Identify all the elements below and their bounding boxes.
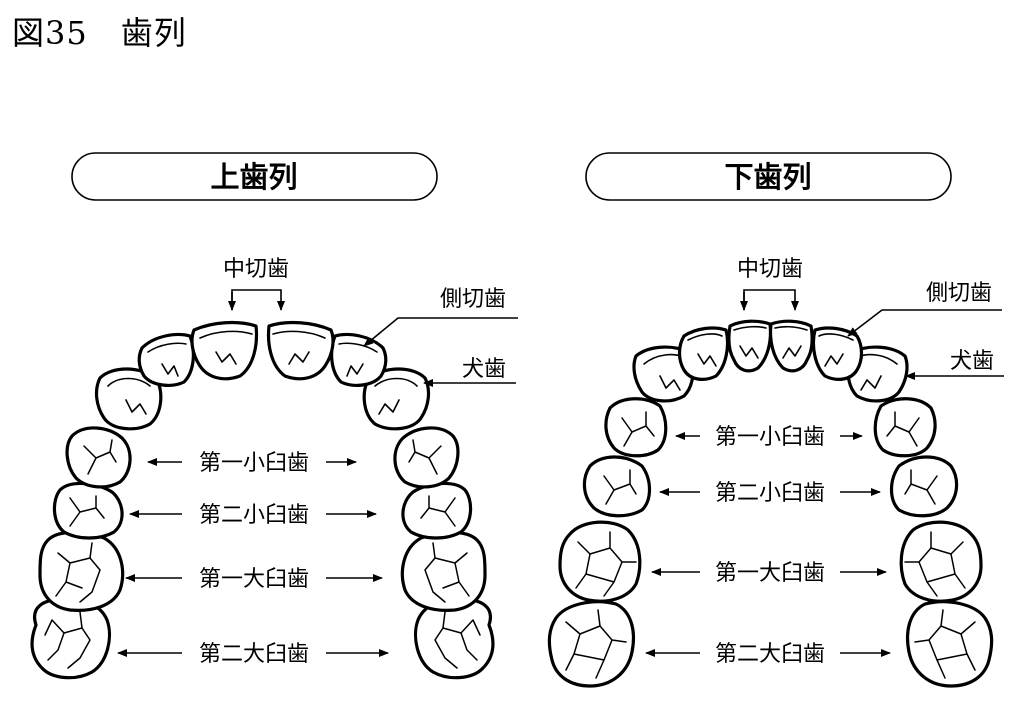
- upper-central-incisor-bracket: [231, 289, 285, 311]
- upper-left-canine: [94, 367, 163, 431]
- upper-first-molar-label: 第一大臼歯: [199, 567, 309, 592]
- lower-left-canine: [632, 345, 695, 403]
- lower-central-incisor-bracket: [743, 289, 799, 311]
- lower-dentition: 下歯列: [547, 152, 1004, 688]
- lower-left-second-molar: [547, 600, 636, 688]
- upper-right-central-incisor: [266, 320, 335, 381]
- lower-second-molar-label: 第二大臼歯: [715, 642, 825, 667]
- upper-central-incisor-label: 中切歯: [223, 257, 289, 282]
- upper-title: 上歯列: [210, 160, 297, 194]
- lower-lateral-incisor-arrow: [847, 309, 1002, 337]
- lower-central-incisor-label: 中切歯: [737, 257, 803, 282]
- upper-left-second-premolar: [52, 481, 124, 540]
- lower-right-lateral-incisor: [811, 326, 864, 381]
- upper-right-first-molar: [400, 530, 487, 612]
- lower-first-molar-label: 第一大臼歯: [715, 561, 825, 586]
- lower-title: 下歯列: [724, 160, 811, 194]
- upper-second-molar-label: 第二大臼歯: [199, 642, 309, 667]
- lower-right-second-premolar: [889, 455, 959, 518]
- lower-title-pill: [585, 152, 952, 201]
- lower-canine-label: 犬歯: [950, 349, 994, 374]
- lower-right-second-molar: [905, 600, 994, 688]
- upper-lateral-incisor-arrow: [363, 317, 518, 347]
- lower-right-first-molar: [899, 520, 983, 603]
- upper-left-first-molar: [38, 530, 125, 612]
- lower-left-central-incisor: [727, 319, 773, 373]
- lower-right-first-premolar: [873, 397, 937, 458]
- lower-lateral-incisor-label: 側切歯: [926, 281, 992, 306]
- upper-right-second-premolar: [401, 481, 473, 540]
- upper-right-canine: [362, 367, 431, 431]
- lower-second-premolar-label: 第二小臼歯: [715, 481, 825, 506]
- upper-left-lateral-incisor: [137, 332, 195, 387]
- upper-first-premolar-label: 第一小臼歯: [199, 451, 309, 476]
- lower-left-lateral-incisor: [677, 326, 730, 381]
- lower-right-central-incisor: [768, 319, 814, 373]
- upper-right-lateral-incisor: [330, 332, 388, 387]
- lower-left-second-premolar: [582, 455, 652, 518]
- upper-dentition: 上歯列: [30, 152, 518, 680]
- lower-left-first-premolar: [604, 397, 668, 458]
- figure-title: 図35 歯列: [12, 14, 187, 52]
- upper-canine-label: 犬歯: [462, 357, 506, 382]
- upper-lateral-incisor-label: 側切歯: [440, 287, 506, 312]
- lower-first-premolar-label: 第一小臼歯: [715, 425, 825, 450]
- upper-left-first-premolar: [65, 426, 132, 489]
- upper-second-premolar-label: 第二小臼歯: [199, 503, 309, 528]
- upper-left-central-incisor: [190, 320, 259, 381]
- upper-right-first-premolar: [393, 426, 460, 489]
- lower-left-first-molar: [558, 520, 642, 603]
- upper-title-pill: [71, 152, 438, 201]
